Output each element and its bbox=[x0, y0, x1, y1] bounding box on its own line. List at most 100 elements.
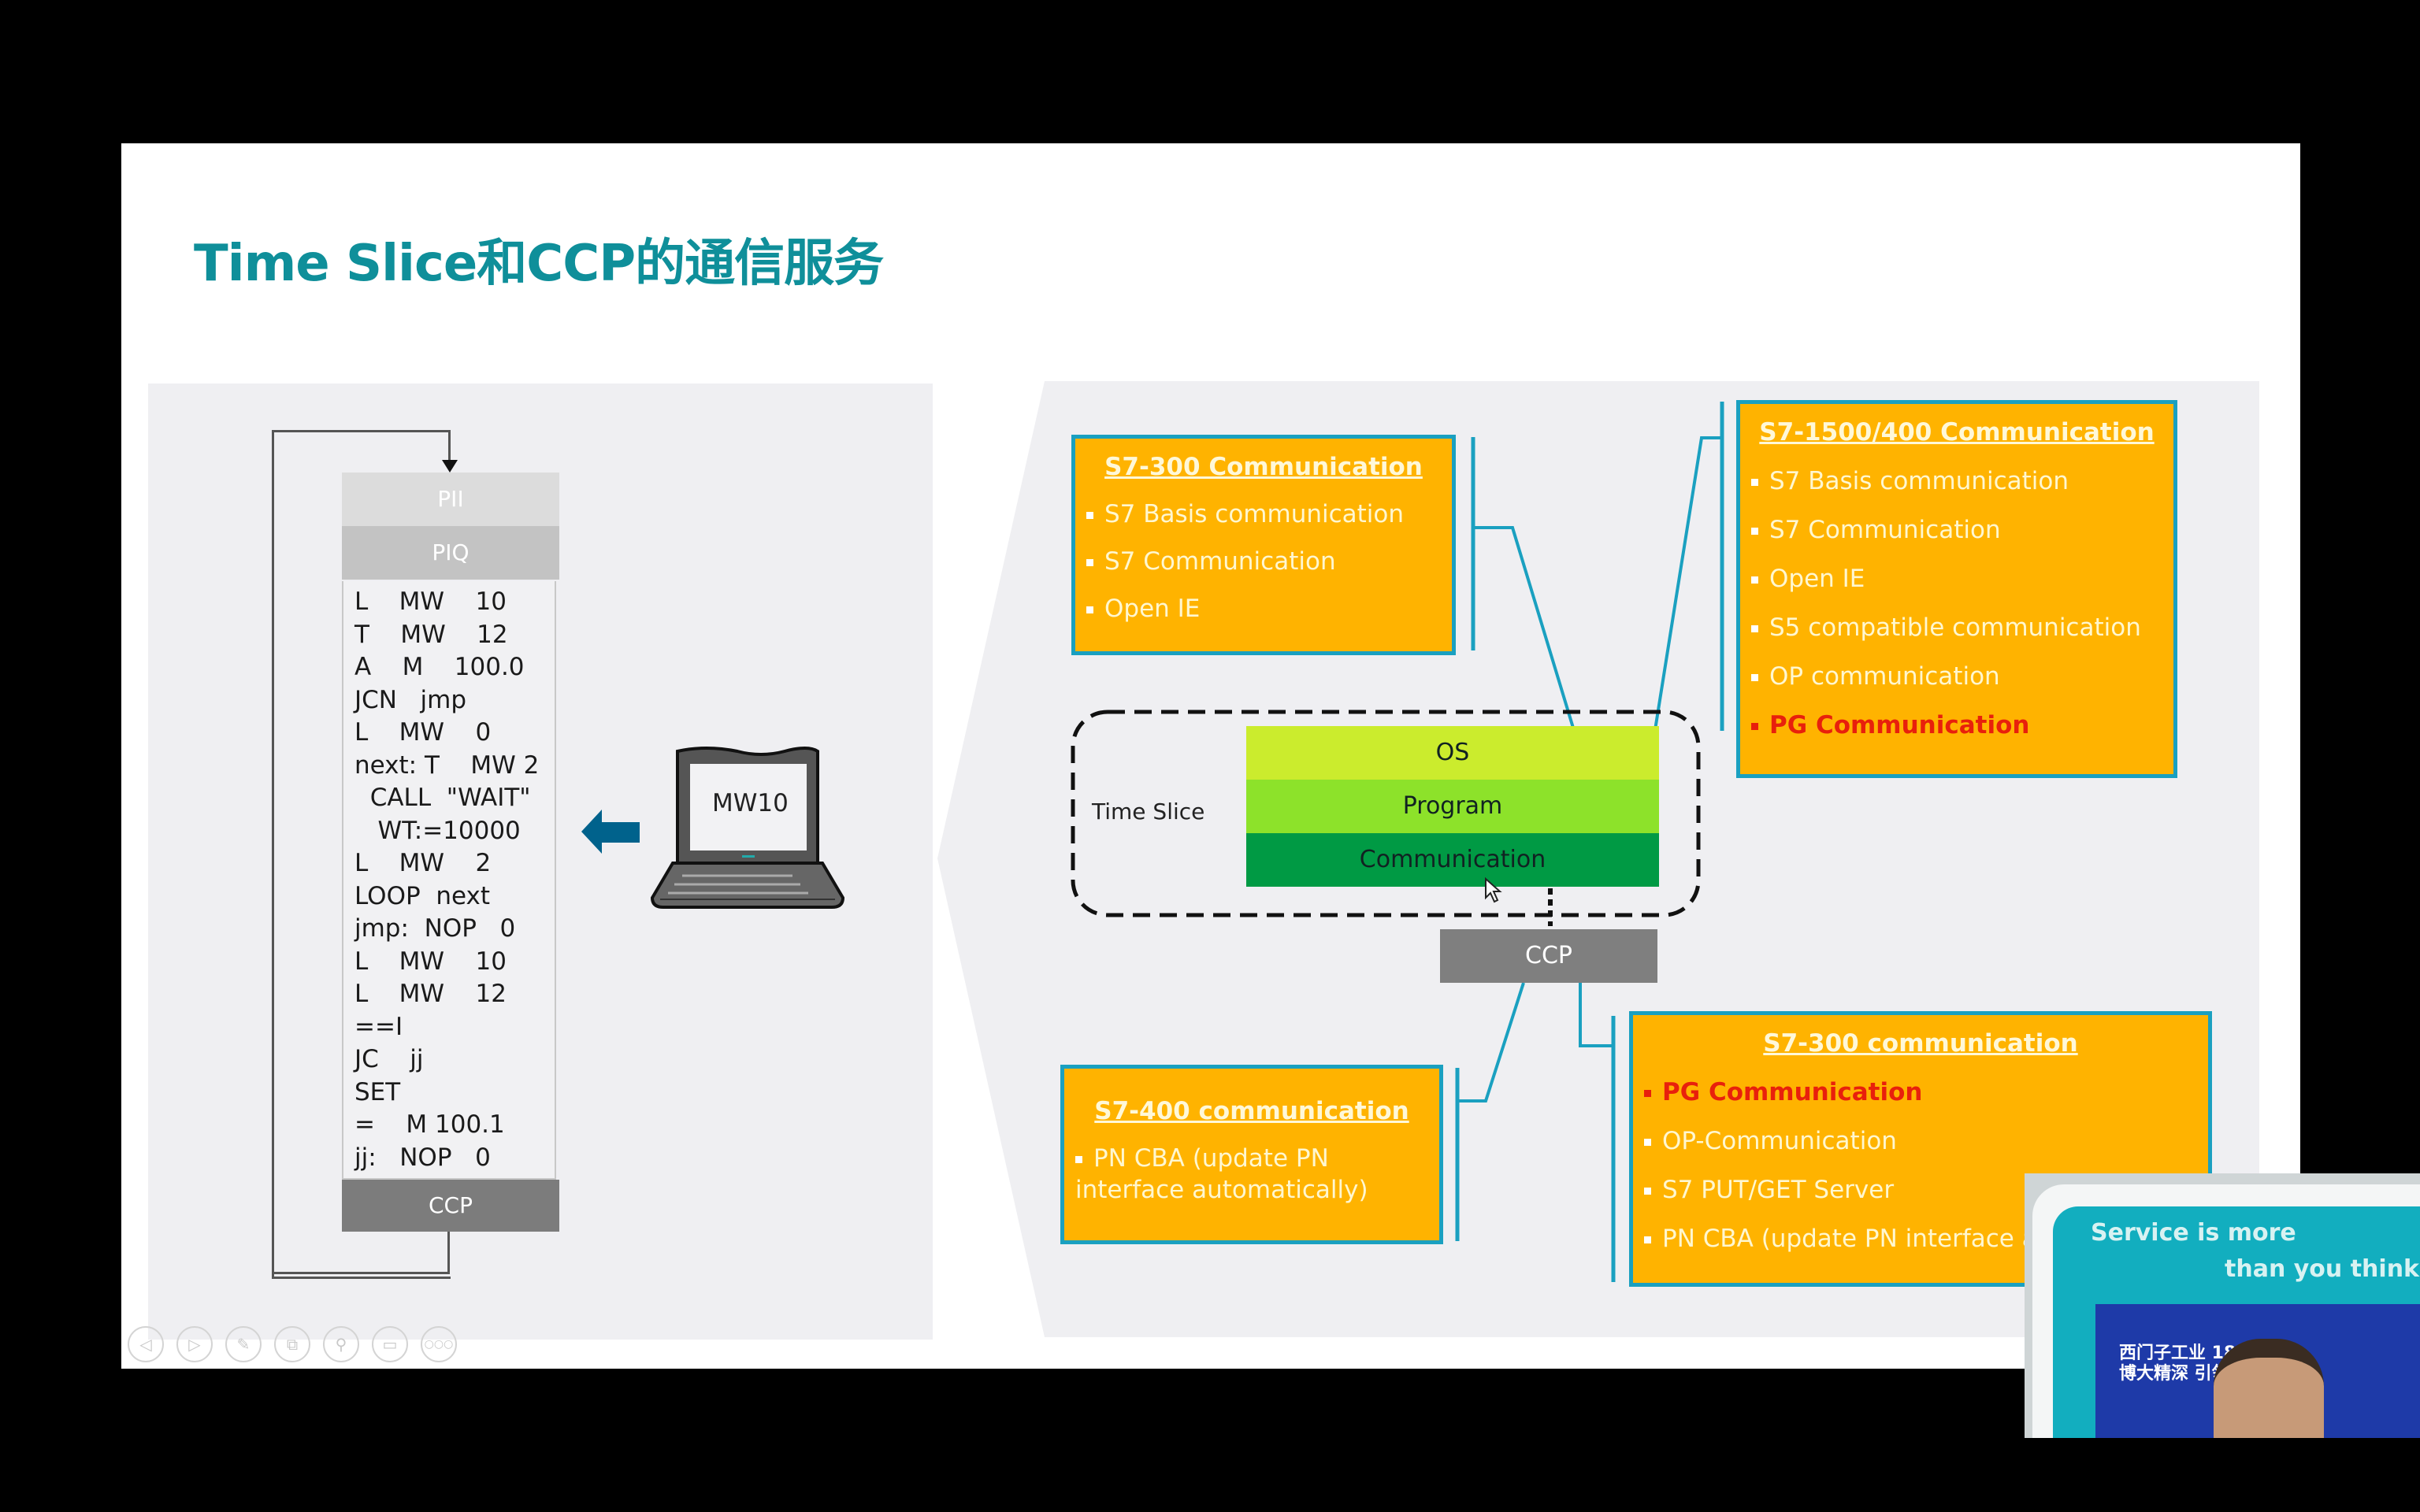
more-options-button[interactable]: ○○○ bbox=[421, 1326, 457, 1362]
bullet-icon bbox=[1644, 1236, 1651, 1243]
bullet-icon bbox=[1751, 528, 1758, 535]
code-line: JCN jmp bbox=[354, 685, 467, 714]
code-line: A M 100.0 bbox=[354, 653, 525, 681]
s7-1500-400-communication-box: S7-1500/400 Communication S7 Basis commun… bbox=[1736, 400, 2177, 778]
code-line: jj: NOP 0 bbox=[354, 1143, 491, 1172]
cycle-loop-line bbox=[272, 430, 451, 1279]
box-list-item: PG Communication bbox=[1633, 1078, 2208, 1106]
box-list-item: Open IE bbox=[1740, 565, 2173, 593]
box-list-item-text: PG Communication bbox=[1662, 1078, 1923, 1106]
box-list-item: OP-Communication bbox=[1633, 1127, 2208, 1155]
box-list-item: S5 compatible communication bbox=[1740, 613, 2173, 642]
code-line: L MW 12 bbox=[354, 980, 507, 1008]
box-list-item-text: S5 compatible communication bbox=[1769, 613, 2141, 642]
mouse-cursor-icon bbox=[1485, 877, 1502, 903]
slides-overview-button[interactable]: ⧉ bbox=[274, 1326, 310, 1362]
time-slice-label: Time Slice bbox=[1092, 799, 1205, 825]
code-line: LOOP next bbox=[354, 881, 491, 910]
bullet-icon bbox=[1075, 1156, 1082, 1163]
box-list-item: PN CBA (update PN interface automaticall… bbox=[1064, 1143, 1439, 1206]
bullet-icon bbox=[1086, 512, 1093, 519]
webcam-screen-line1: 西门子工业 18 bbox=[2119, 1343, 2236, 1363]
code-line: L MW 2 bbox=[354, 849, 492, 877]
box-list-item-text: Open IE bbox=[1104, 595, 1201, 623]
box-list-item: S7 Basis communication bbox=[1740, 467, 2173, 495]
box-list-item: OP communication bbox=[1740, 662, 2173, 691]
bullet-icon bbox=[1751, 723, 1758, 730]
triangle-right-icon: ▷ bbox=[188, 1335, 201, 1354]
box-list-item-text: S7 PUT/GET Server bbox=[1662, 1176, 1895, 1204]
presenter-head bbox=[2214, 1339, 2324, 1441]
code-line: L MW 10 bbox=[354, 947, 507, 976]
connector-s7-300-bottom bbox=[1579, 983, 1613, 1047]
box-list-item-text: OP-Communication bbox=[1662, 1127, 1897, 1155]
ccp-block-right: CCP bbox=[1440, 929, 1657, 983]
box-list-item-text: Open IE bbox=[1769, 565, 1865, 593]
box-list-item-text: S7 Basis communication bbox=[1769, 467, 2069, 495]
cycle-arrow-down-icon bbox=[442, 460, 458, 472]
box-list-item-text: S7 Communication bbox=[1104, 547, 1336, 576]
box-title: S7-1500/400 Communication bbox=[1759, 418, 2155, 447]
laptop-screen-text: MW10 bbox=[712, 789, 789, 817]
code-line: ==I bbox=[354, 1012, 403, 1041]
connector-s7-1500-400 bbox=[1634, 436, 1722, 854]
slide-title: Time Slice和CCP的通信服务 bbox=[194, 235, 884, 293]
box-list-item-text: OP communication bbox=[1769, 662, 2000, 691]
webcam-bottom-bar bbox=[2025, 1438, 2420, 1441]
box-list-item: Open IE bbox=[1075, 595, 1452, 623]
code-line: JC jj bbox=[354, 1045, 424, 1073]
slides-icon: ⧉ bbox=[286, 1335, 299, 1354]
box-title: S7-300 communication bbox=[1763, 1029, 2078, 1058]
code-line: next: T MW 2 bbox=[354, 750, 540, 780]
box-list-item-text: PN CBA (update PN interface automaticall… bbox=[1075, 1144, 1368, 1204]
piq-block: PIQ bbox=[342, 526, 559, 580]
bullet-icon bbox=[1751, 674, 1758, 681]
cycle-loop-line-top-right bbox=[448, 430, 451, 465]
code-line: WT:=10000 bbox=[354, 816, 521, 845]
subtitles-button[interactable]: ▭ bbox=[372, 1326, 408, 1362]
bullet-icon bbox=[1751, 576, 1758, 584]
box-list-item-text: PN CBA (update PN interface a bbox=[1662, 1225, 2037, 1253]
time-slice-layer-os: OS bbox=[1246, 726, 1659, 780]
cycle-loop-line-bottom bbox=[272, 1272, 450, 1274]
pen-button[interactable]: ✎ bbox=[225, 1326, 262, 1362]
arrow-left-icon bbox=[581, 810, 640, 854]
webcam-sign-line2: than you think bbox=[2225, 1255, 2420, 1283]
time-slice-layer-program: Program bbox=[1246, 780, 1659, 833]
pii-block: PII bbox=[342, 472, 559, 526]
bullet-icon bbox=[1086, 559, 1093, 566]
bullet-icon bbox=[1086, 606, 1093, 613]
webcam-overlay: Service is more than you think 西门子工业 18 … bbox=[2025, 1173, 2420, 1441]
previous-slide-button[interactable]: ◁ bbox=[128, 1326, 164, 1362]
pen-icon: ✎ bbox=[236, 1335, 251, 1354]
s7-400-communication-box: S7-400 communication PN CBA (update PN in… bbox=[1060, 1065, 1443, 1244]
zoom-button[interactable]: ⚲ bbox=[323, 1326, 359, 1362]
laptop-icon bbox=[651, 747, 844, 909]
webcam-sign-line1: Service is more bbox=[2091, 1219, 2296, 1247]
magnifier-icon: ⚲ bbox=[335, 1335, 347, 1354]
code-line: T MW 12 bbox=[354, 620, 508, 649]
code-line: CALL "WAIT" bbox=[354, 784, 531, 812]
code-line: L MW 10 bbox=[354, 587, 507, 616]
code-line: = M 100.1 bbox=[354, 1110, 505, 1139]
next-slide-button[interactable]: ▷ bbox=[176, 1326, 213, 1362]
s7-300-communication-box: S7-300 Communication S7 Basis communicati… bbox=[1071, 435, 1456, 655]
time-slice-frame bbox=[1071, 710, 1701, 917]
connector-s7-400 bbox=[1457, 982, 1525, 1102]
webcam-screen-line2: 博大精深 引领 bbox=[2119, 1364, 2229, 1384]
ccp-block-left: CCP bbox=[342, 1180, 559, 1232]
code-line: L MW 0 bbox=[354, 718, 492, 747]
bullet-icon bbox=[1644, 1188, 1651, 1195]
box-title: S7-400 communication bbox=[1094, 1097, 1409, 1125]
bullet-icon bbox=[1644, 1090, 1651, 1097]
box-list-item-text: S7 Basis communication bbox=[1104, 500, 1405, 528]
box-title: S7-300 Communication bbox=[1104, 453, 1423, 481]
bullet-icon bbox=[1644, 1139, 1651, 1146]
more-dots-icon: ○○○ bbox=[424, 1338, 454, 1351]
box-list-item: PG Communication bbox=[1740, 711, 2173, 739]
box-list-item-text: S7 Communication bbox=[1769, 516, 2001, 544]
triangle-left-icon: ◁ bbox=[139, 1335, 152, 1354]
subtitles-icon: ▭ bbox=[382, 1335, 398, 1354]
